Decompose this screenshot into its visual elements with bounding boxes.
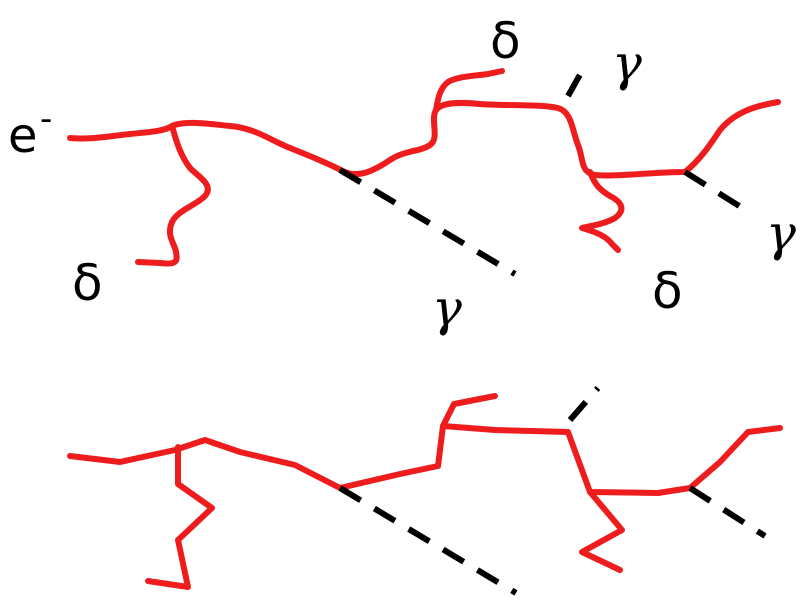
delta-label-2: δ <box>490 12 521 70</box>
gamma-label-1: γ <box>612 34 642 92</box>
delta-ray-track-3-top <box>582 172 621 250</box>
photon-path-1-bottom <box>340 488 516 593</box>
gamma-label-3: γ <box>766 204 796 262</box>
bottom-diagram <box>70 388 780 593</box>
photon-path-3-bottom <box>690 488 765 536</box>
top-diagram: e - δ δ δ γ γ γ <box>8 12 796 337</box>
delta-ray-track-3-bottom <box>582 492 622 570</box>
photon-path-3-top <box>685 172 752 214</box>
electron-label: e <box>8 108 38 164</box>
gamma-label-2: γ <box>432 279 462 337</box>
photon-path-2-top <box>568 64 586 96</box>
photon-path-2-bottom <box>570 388 598 420</box>
delta-ray-track-2-bottom <box>443 396 495 426</box>
delta-ray-track-1-top <box>138 126 208 264</box>
delta-label-3: δ <box>652 262 683 320</box>
electron-charge-label: - <box>40 99 52 139</box>
delta-label-1: δ <box>72 254 103 312</box>
photon-path-1-top <box>340 170 515 274</box>
delta-ray-track-1-bottom <box>148 447 212 587</box>
